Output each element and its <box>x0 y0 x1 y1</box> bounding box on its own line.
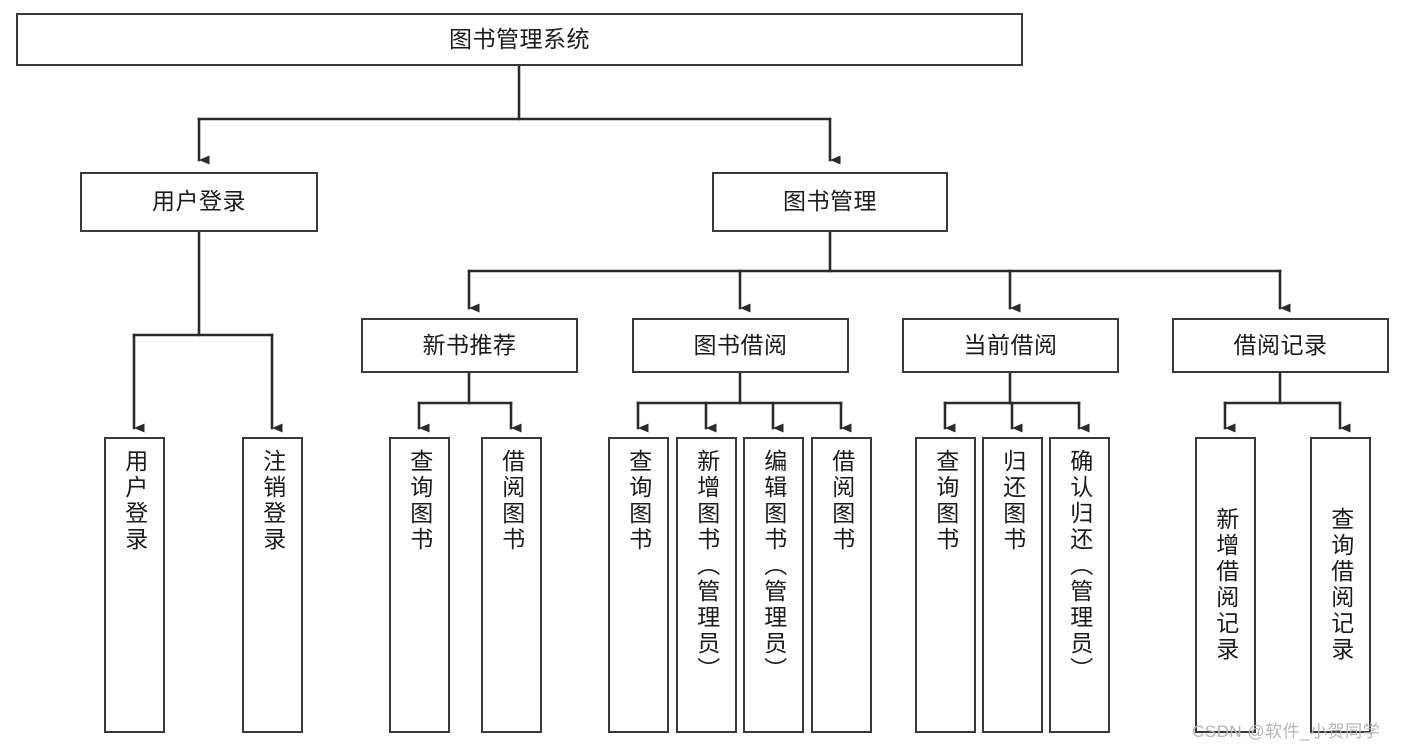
leaf-return-book[interactable]: 归还图书 <box>982 437 1043 733</box>
node-label: 查询图书 <box>932 449 959 553</box>
node-current-borrow[interactable]: 当前借阅 <box>902 318 1119 373</box>
node-label: 查询图书 <box>625 449 652 553</box>
leaf-add-book-admin[interactable]: 新增图书（管理员） <box>676 437 737 733</box>
node-label: 图书管理系统 <box>449 25 590 52</box>
node-label: 图书借阅 <box>693 331 788 358</box>
node-label: 当前借阅 <box>963 331 1058 358</box>
leaf-borrow-book-bb[interactable]: 借阅图书 <box>811 437 872 733</box>
node-label: 查询图书 <box>406 449 433 553</box>
leaf-query-book-bb[interactable]: 查询图书 <box>608 437 669 733</box>
node-label: 借阅记录 <box>1233 331 1328 358</box>
leaf-query-book-cb[interactable]: 查询图书 <box>915 437 976 733</box>
node-label: 用户登录 <box>152 188 246 215</box>
node-label: 注销登录 <box>259 449 286 553</box>
csdn-watermark: CSDN @软件_小贺同学 <box>1192 722 1381 741</box>
leaf-query-borrow-record[interactable]: 查询借阅记录 <box>1310 437 1371 733</box>
node-label: 用户登录 <box>121 449 148 553</box>
node-new-book-recommend[interactable]: 新书推荐 <box>361 318 578 373</box>
leaf-edit-book-admin[interactable]: 编辑图书（管理员） <box>743 437 804 733</box>
node-label: 借阅图书 <box>498 449 525 553</box>
node-label: 新增借阅记录 <box>1212 507 1239 663</box>
leaf-borrow-book-nb[interactable]: 借阅图书 <box>481 437 542 733</box>
node-root-system[interactable]: 图书管理系统 <box>16 13 1023 66</box>
node-book-borrow[interactable]: 图书借阅 <box>632 318 849 373</box>
leaf-user-login[interactable]: 用户登录 <box>104 437 165 733</box>
node-label: 归还图书 <box>999 449 1026 553</box>
node-label: 新书推荐 <box>422 331 517 358</box>
leaf-logout[interactable]: 注销登录 <box>242 437 303 733</box>
node-label: 新增图书（管理员） <box>693 449 720 683</box>
leaf-confirm-return-admin[interactable]: 确认归还（管理员） <box>1049 437 1110 733</box>
node-user-login[interactable]: 用户登录 <box>80 172 318 232</box>
node-borrow-record[interactable]: 借阅记录 <box>1172 318 1389 373</box>
leaf-add-borrow-record[interactable]: 新增借阅记录 <box>1195 437 1256 733</box>
node-label: 图书管理 <box>783 188 877 215</box>
node-label: 编辑图书（管理员） <box>760 449 787 683</box>
node-book-manage[interactable]: 图书管理 <box>712 172 948 232</box>
leaf-query-book-nb[interactable]: 查询图书 <box>389 437 450 733</box>
node-label: 查询借阅记录 <box>1327 507 1354 663</box>
node-label: 借阅图书 <box>828 449 855 553</box>
node-label: 确认归还（管理员） <box>1066 449 1093 683</box>
